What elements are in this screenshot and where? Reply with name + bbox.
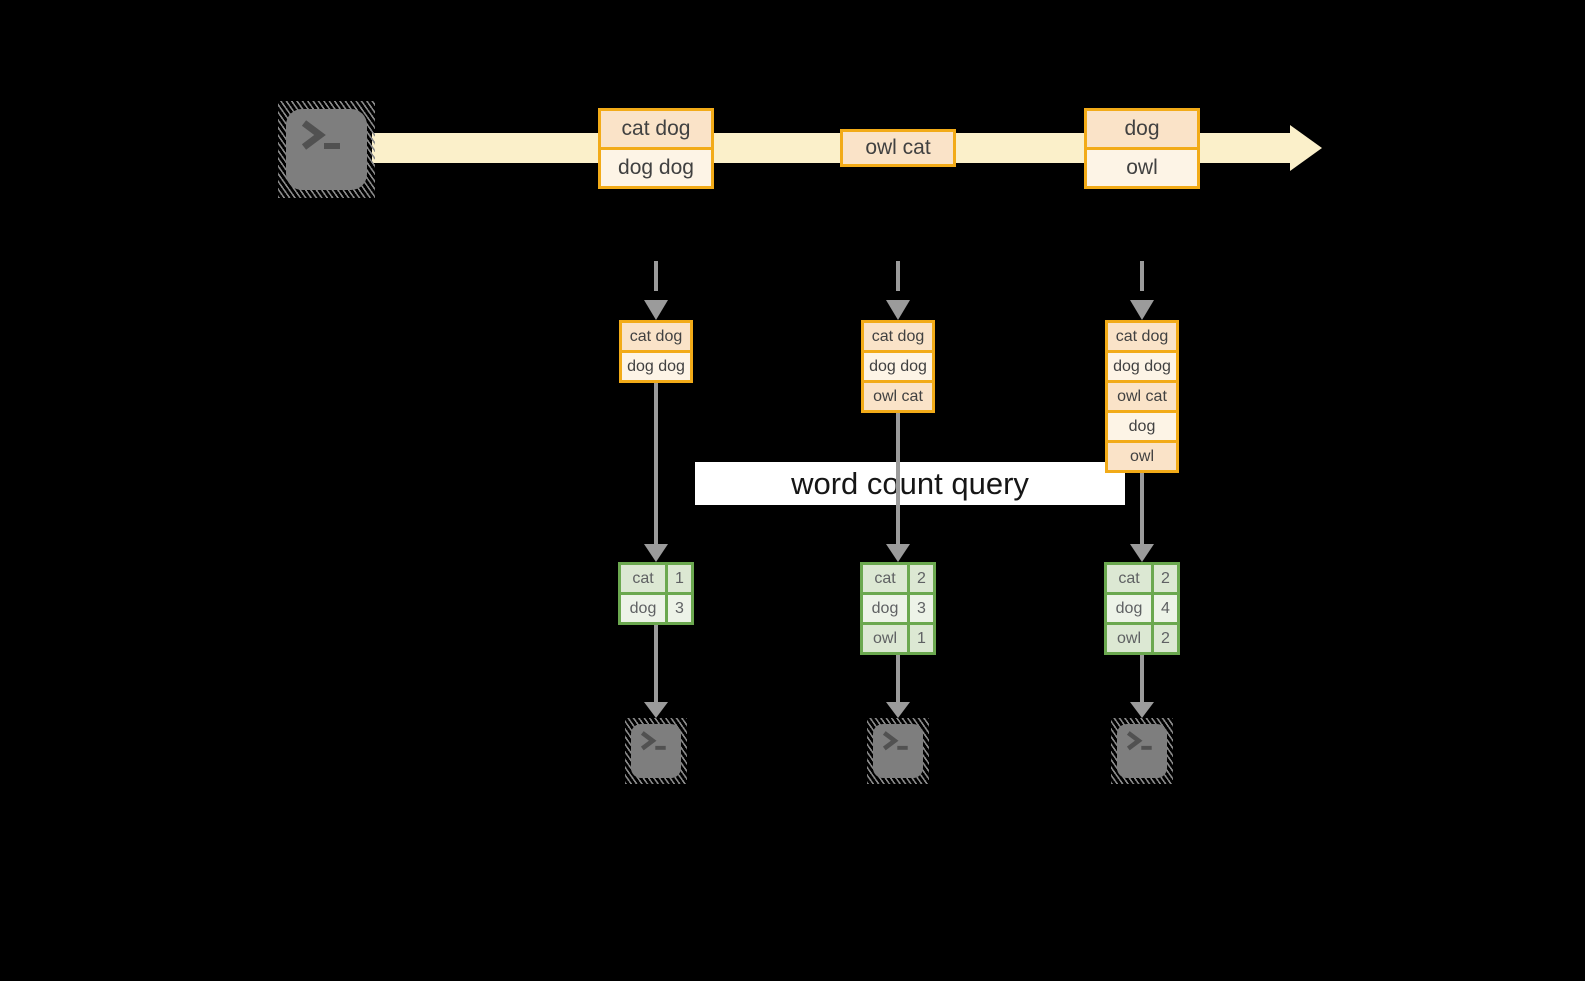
stream-event-1: cat dog dog dog	[598, 108, 714, 189]
terminal-prompt-icon	[301, 120, 340, 150]
event-record: owl	[1087, 150, 1197, 186]
emit-arrow-line-1	[654, 625, 658, 702]
terminal-body	[631, 724, 681, 778]
word-cell: dog	[621, 595, 665, 622]
ingest-arrowhead-3-icon	[1130, 300, 1154, 320]
table-row: cat 1	[621, 565, 691, 595]
word-cell: dog	[863, 595, 907, 622]
stream-band-arrowhead-icon	[1290, 125, 1322, 171]
terminal-prompt-icon	[1126, 731, 1152, 751]
query-banner-label: word count query	[791, 465, 1029, 501]
ingest-arrow-dash-1	[654, 261, 658, 291]
count-cell: 4	[1151, 595, 1177, 622]
sink-terminal-3-icon	[1111, 718, 1173, 784]
count-cell: 1	[907, 625, 933, 652]
record: dog dog	[1108, 353, 1176, 383]
count-cell: 2	[1151, 625, 1177, 652]
word-cell: owl	[863, 625, 907, 652]
record: cat dog	[1108, 323, 1176, 353]
record: owl	[1108, 443, 1176, 470]
count-table-3: cat 2 dog 4 owl 2	[1104, 562, 1180, 655]
terminal-prompt-icon	[640, 731, 666, 751]
query-arrow-line-1	[654, 383, 658, 544]
emit-arrowhead-2-icon	[886, 702, 910, 718]
query-arrowhead-1-icon	[644, 544, 668, 562]
emit-arrowhead-3-icon	[1130, 702, 1154, 718]
source-terminal-icon	[278, 101, 375, 198]
ingest-arrowhead-2-icon	[886, 300, 910, 320]
stream-event-2: owl cat	[840, 129, 956, 167]
sink-terminal-2-icon	[867, 718, 929, 784]
query-banner: word count query	[695, 462, 1125, 505]
ingest-arrow-dash-3	[1140, 261, 1144, 291]
stream-event-3: dog owl	[1084, 108, 1200, 189]
ingest-arrowhead-1-icon	[644, 300, 668, 320]
terminal-prompt-icon	[882, 731, 908, 751]
ingest-arrow-dash-2	[896, 261, 900, 291]
record: cat dog	[864, 323, 932, 353]
terminal-body	[286, 109, 367, 190]
count-cell: 2	[1151, 565, 1177, 592]
accumulated-records-1: cat dog dog dog	[619, 320, 693, 383]
word-cell: cat	[863, 565, 907, 592]
emit-arrow-line-3	[1140, 655, 1144, 702]
table-row: dog 3	[621, 595, 691, 622]
event-record: cat dog	[601, 111, 711, 150]
word-cell: cat	[621, 565, 665, 592]
record: owl cat	[864, 383, 932, 410]
table-row: owl 2	[1107, 625, 1177, 652]
word-cell: owl	[1107, 625, 1151, 652]
count-table-2: cat 2 dog 3 owl 1	[860, 562, 936, 655]
record: cat dog	[622, 323, 690, 353]
sink-terminal-1-icon	[625, 718, 687, 784]
query-arrow-line-2	[896, 413, 900, 544]
record: dog dog	[864, 353, 932, 383]
event-record: dog dog	[601, 150, 711, 186]
count-table-1: cat 1 dog 3	[618, 562, 694, 625]
table-row: owl 1	[863, 625, 933, 652]
table-row: cat 2	[863, 565, 933, 595]
terminal-body	[873, 724, 923, 778]
table-row: dog 3	[863, 595, 933, 625]
emit-arrow-line-2	[896, 655, 900, 702]
accumulated-records-2: cat dog dog dog owl cat	[861, 320, 935, 413]
record: dog	[1108, 413, 1176, 443]
terminal-body	[1117, 724, 1167, 778]
accumulated-records-3: cat dog dog dog owl cat dog owl	[1105, 320, 1179, 473]
count-cell: 3	[665, 595, 691, 622]
query-arrowhead-2-icon	[886, 544, 910, 562]
emit-arrowhead-1-icon	[644, 702, 668, 718]
table-row: cat 2	[1107, 565, 1177, 595]
table-row: dog 4	[1107, 595, 1177, 625]
word-cell: cat	[1107, 565, 1151, 592]
query-arrowhead-3-icon	[1130, 544, 1154, 562]
record: owl cat	[1108, 383, 1176, 413]
count-cell: 2	[907, 565, 933, 592]
record: dog dog	[622, 353, 690, 380]
count-cell: 3	[907, 595, 933, 622]
event-record: dog	[1087, 111, 1197, 150]
word-cell: dog	[1107, 595, 1151, 622]
event-record: owl cat	[843, 132, 953, 164]
count-cell: 1	[665, 565, 691, 592]
query-arrow-line-3	[1140, 473, 1144, 544]
